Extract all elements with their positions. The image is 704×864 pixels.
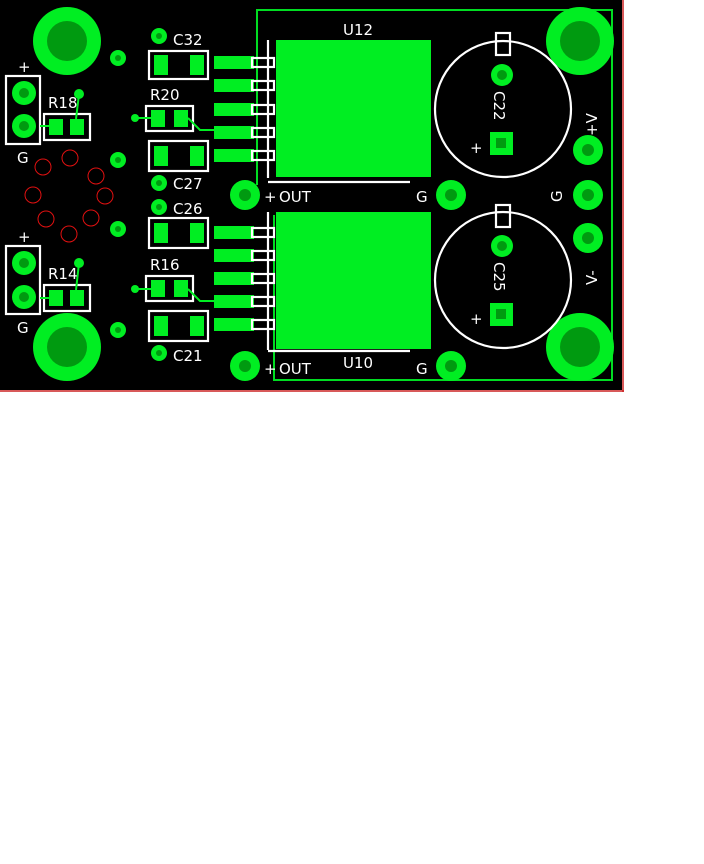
smd-group-bottom: C26 R16 C21 bbox=[135, 200, 214, 365]
chip-u12: U12 bbox=[214, 21, 431, 178]
connector-ground-label: G bbox=[17, 149, 29, 167]
output-row-bottom: + OUT G bbox=[230, 351, 466, 381]
chip-u10: U10 bbox=[214, 212, 431, 372]
module-outline bbox=[256, 9, 613, 381]
c21-label: C21 bbox=[173, 347, 203, 365]
resistor-r14: R14 bbox=[40, 258, 92, 313]
c22-label: C22 bbox=[490, 91, 508, 121]
out-label: OUT bbox=[279, 188, 312, 206]
power-connector: +V G V- bbox=[548, 112, 603, 285]
r14-label: R14 bbox=[48, 265, 78, 283]
vplus-label: +V bbox=[583, 112, 601, 136]
c32-label: C32 bbox=[173, 31, 203, 49]
c26-label: C26 bbox=[173, 200, 203, 218]
out-label: OUT bbox=[279, 360, 312, 378]
r16-label: R16 bbox=[150, 256, 180, 274]
connector-plus-label: + bbox=[18, 58, 31, 76]
output-row-top: + OUT G bbox=[230, 180, 466, 210]
c27-label: C27 bbox=[173, 175, 203, 193]
connector-ground-label: G bbox=[17, 319, 29, 337]
u10-label: U10 bbox=[343, 354, 373, 372]
r18-label: R18 bbox=[48, 94, 78, 112]
mounting-holes bbox=[33, 7, 614, 381]
u12-label: U12 bbox=[343, 21, 373, 39]
smd-group-top: C32 R20 C27 bbox=[135, 31, 214, 193]
input-connector-bottom: + G bbox=[4, 228, 42, 337]
c25-label: C25 bbox=[490, 262, 508, 292]
ring-footprint bbox=[24, 149, 114, 243]
capacitor-c22: + C22 bbox=[433, 31, 573, 179]
input-connector-top: + G bbox=[4, 58, 42, 167]
r20-label: R20 bbox=[150, 86, 180, 104]
resistor-r18: R18 bbox=[40, 89, 92, 142]
c25-plus-label: + bbox=[470, 310, 483, 328]
connector-plus-label: + bbox=[18, 228, 31, 246]
via-column bbox=[110, 28, 167, 361]
vminus-label: V- bbox=[583, 270, 601, 285]
capacitor-c25: + C25 bbox=[433, 203, 573, 350]
out-ground-label: G bbox=[416, 188, 428, 206]
out-plus-label: + bbox=[264, 360, 277, 378]
out-plus-label: + bbox=[264, 188, 277, 206]
c22-plus-label: + bbox=[470, 139, 483, 157]
power-ground-label: G bbox=[548, 190, 566, 202]
out-ground-label: G bbox=[416, 360, 428, 378]
